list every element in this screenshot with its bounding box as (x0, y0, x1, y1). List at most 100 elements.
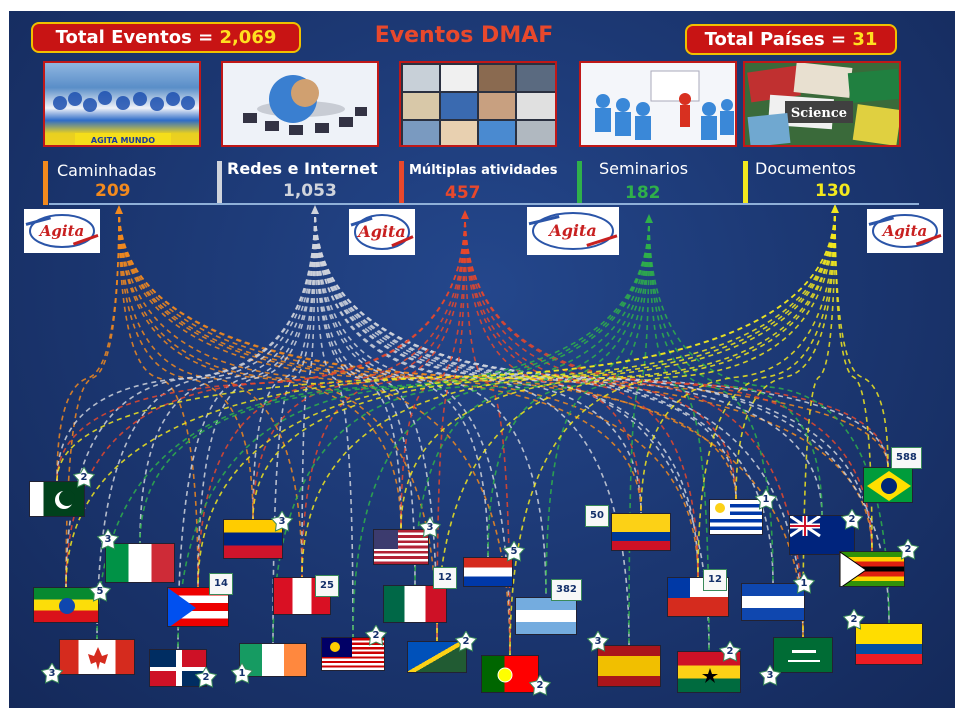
count-star-badge: 2 (719, 641, 741, 663)
connection-arc (118, 207, 303, 578)
connection-arc (65, 206, 836, 588)
connection-arc (314, 207, 823, 516)
arrow-head (645, 214, 653, 223)
connection-arc (802, 206, 836, 638)
connection-arc (118, 207, 889, 468)
connection-arc (648, 216, 890, 624)
connection-arc (464, 212, 737, 500)
network-globe-photo (221, 61, 379, 147)
count-star-badge: 5 (89, 581, 111, 603)
arrow-head (461, 210, 469, 219)
count-star-badge: 2 (365, 625, 387, 647)
divider-line (49, 203, 919, 205)
category-bar (577, 161, 582, 205)
count-badge: 588 (891, 447, 922, 469)
connection-arc (697, 206, 836, 578)
svg-text:Agita: Agita (547, 221, 596, 240)
banner-text: AGITA MUNDO (91, 136, 155, 145)
connection-arc (464, 212, 511, 656)
count-star-badge: 3 (271, 511, 293, 533)
count-badge: 50 (585, 505, 609, 527)
flag-brazil (863, 467, 913, 503)
arrow-head (115, 205, 123, 214)
category-bar (399, 161, 404, 205)
walking-crowd-photo: AGITA MUNDO (43, 61, 201, 147)
flag-uruguay (709, 499, 763, 535)
connection-arc (118, 207, 199, 588)
connection-arc (464, 212, 642, 514)
flag-portugal (481, 655, 539, 693)
page-title: Eventos DMAF (374, 23, 554, 48)
connection-arc (197, 207, 316, 588)
connection-arc (735, 206, 836, 500)
connection-arc (314, 207, 710, 652)
connection-arc (301, 206, 836, 578)
flag-zimbabwe (839, 551, 905, 587)
connection-arc (640, 206, 836, 514)
count-star-badge: 2 (841, 509, 863, 531)
connection-arc (314, 207, 547, 598)
connection-arc (301, 207, 316, 578)
svg-text:Agita: Agita (38, 222, 84, 240)
documents-collage-photo: Science (743, 61, 901, 147)
activities-collage-photo (399, 61, 557, 147)
category-count: 209 (95, 181, 131, 201)
flag-pakistan (29, 481, 85, 517)
flag-canada (59, 639, 135, 675)
connection-arc (139, 207, 316, 544)
count-star-badge: 2 (455, 631, 477, 653)
count-star-badge: 1 (231, 663, 253, 685)
connection-arc (509, 206, 836, 656)
connection-arc (314, 207, 511, 656)
count-badge: 12 (703, 569, 727, 591)
arrow-head (831, 204, 839, 213)
category-label: Documentos (755, 159, 857, 178)
connection-arc (314, 207, 416, 586)
connection-arc (272, 216, 650, 644)
connection-arc (118, 207, 402, 530)
connection-arc (648, 216, 823, 516)
count-star-badge: 3 (41, 663, 63, 685)
science-label: Science (791, 106, 847, 121)
count-star-badge: 1 (793, 573, 815, 595)
connection-arc (464, 212, 889, 468)
count-star-badge: 2 (897, 539, 919, 561)
count-star-badge: 3 (587, 631, 609, 653)
total-countries-label: Total Países = (704, 29, 847, 50)
category-label: Seminarios (599, 159, 689, 178)
connection-arc (648, 216, 774, 584)
count-badge: 25 (315, 575, 339, 597)
agita-logo: Agita (349, 209, 415, 255)
flag-dominican-republic (149, 649, 207, 687)
connection-arc (314, 207, 402, 530)
connection-arc (400, 212, 466, 530)
count-star-badge: 5 (503, 541, 525, 563)
agita-logo: Agita (24, 209, 100, 253)
category-count: 457 (445, 183, 481, 203)
count-star-badge: 3 (97, 529, 119, 551)
flag-paraguay (463, 557, 513, 587)
count-badge: 382 (551, 579, 582, 601)
total-countries-box: Total Países = 31 (685, 24, 897, 55)
infographic-canvas: Total Eventos = 2,069 Eventos DMAF Total… (9, 11, 955, 708)
connection-arcs (56, 204, 890, 656)
connection-arc (414, 216, 650, 586)
category-label: Múltiplas atividades (409, 163, 558, 178)
connection-arc (314, 207, 354, 638)
flag-el-salvador (741, 583, 805, 621)
count-badge: 12 (433, 567, 457, 589)
category-count: 1,053 (283, 181, 337, 201)
flag-venezuela (223, 519, 283, 559)
category-bar (743, 161, 748, 205)
connection-arc (436, 206, 836, 642)
total-events-value: 2,069 (219, 27, 277, 48)
flag-spain (597, 645, 661, 687)
connection-arc (545, 216, 650, 598)
count-star-badge: 2 (529, 675, 551, 697)
connection-arc (177, 207, 316, 650)
flag-colombia (611, 513, 671, 551)
flag-ethiopia (33, 587, 99, 623)
connection-arc (314, 207, 774, 584)
flag-australia (789, 515, 855, 555)
flag-argentina (515, 597, 577, 635)
